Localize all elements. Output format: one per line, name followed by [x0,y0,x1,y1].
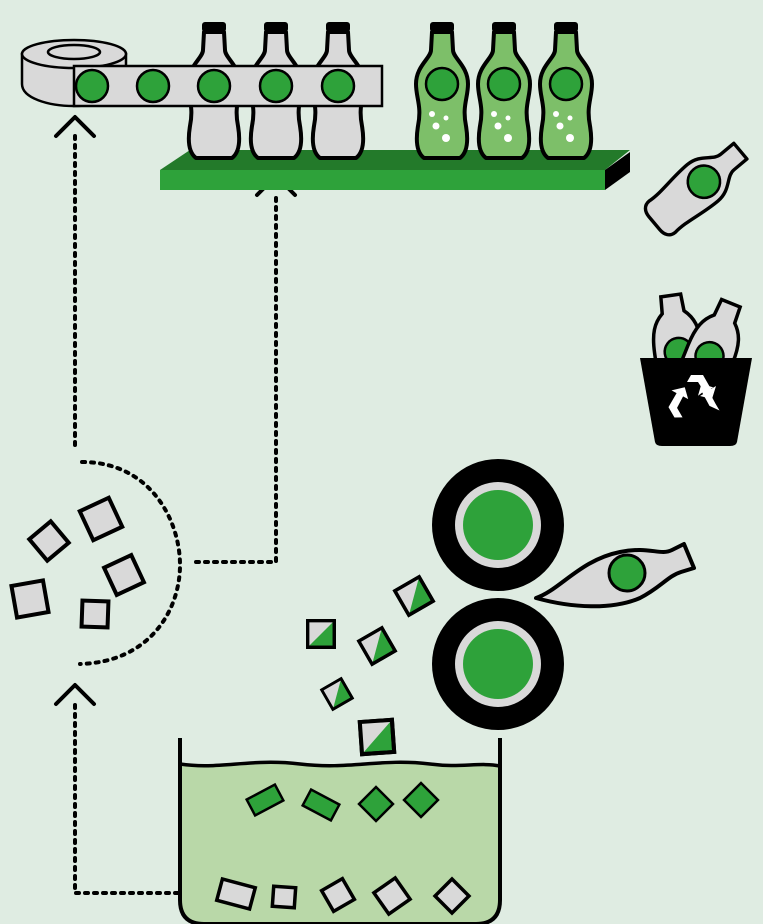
flake-icon [432,876,472,916]
flake-icon [101,552,147,598]
label-dot [74,68,110,104]
label-dot [196,68,232,104]
washing-tank [178,738,502,924]
crusher-rollers [432,459,564,730]
flake-icon [26,518,72,564]
bottle-icon [414,20,470,160]
tank-icon [178,738,502,924]
flake-icon [357,785,395,823]
flake-icon [244,782,286,818]
flake-icon [357,626,397,666]
flake-icon [270,884,298,910]
label-dot [258,68,294,104]
bottle-icon [476,20,532,160]
falling-flakes [306,575,435,754]
bottle-icon [538,20,594,160]
sorted-flakes-arc [78,460,183,666]
flake-icon [320,677,354,711]
recycle-icon [668,375,720,418]
bottle-into-crusher [534,542,696,609]
flake-icon [371,875,413,917]
used-bottle [643,141,749,237]
flake-icon [300,787,342,823]
flake-icon [214,876,258,912]
arrow-head-up-flakes [54,683,96,706]
flake-icon [319,876,357,914]
flake-icon [79,598,111,630]
flake-icon [9,578,51,620]
flow-arrows [73,128,278,895]
filled-bottles [414,20,594,160]
label-dot [135,68,171,104]
recycling-bin [640,292,752,446]
flake-icon [77,495,125,543]
roller-icon [432,598,564,730]
flow-tank-to-flakes [73,698,207,895]
label-dot [320,68,356,104]
arrow-head-up-tape [54,115,96,138]
bin-body [640,358,752,446]
flake-icon [393,575,435,617]
label-tape-roll [20,38,384,108]
flake-icon [360,720,394,754]
flow-flakes-to-conveyor [194,190,278,564]
sorted-flakes [9,495,147,630]
roller-icon [432,459,564,591]
flake-icon [402,781,440,819]
flake-icon [306,619,336,649]
